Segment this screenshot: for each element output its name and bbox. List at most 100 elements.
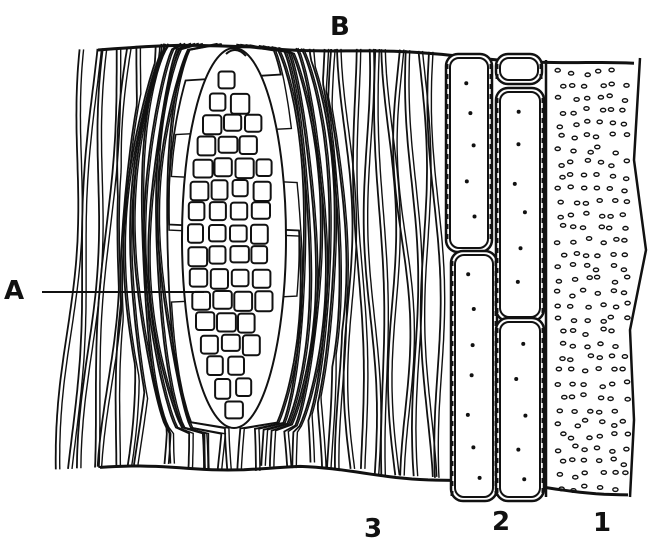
label-2: 2 (492, 509, 510, 535)
right-edge (630, 58, 646, 497)
tissue-dot (609, 164, 614, 168)
vessel-dot (523, 210, 527, 214)
tissue-dot (601, 327, 606, 331)
vessel-dot (471, 343, 475, 347)
tissue-dot (621, 463, 626, 467)
tissue-dot (561, 432, 566, 436)
tissue-dot (622, 189, 627, 193)
tissue-dot (587, 237, 592, 241)
tissue-dot (555, 422, 560, 426)
tissue-dot (588, 410, 593, 414)
tissue-dot (557, 473, 562, 477)
tissue-dot (555, 241, 560, 245)
vessel-wall (451, 251, 497, 501)
tissue-dot (570, 382, 575, 386)
tissue-dot (620, 367, 625, 371)
tissue-dot (609, 68, 614, 72)
tissue-dot (555, 316, 560, 320)
tissue-dot (573, 444, 578, 448)
tissue-dot (568, 436, 573, 440)
tissue-dot (556, 280, 561, 284)
tissue-dot (607, 226, 612, 230)
tissue-dot (593, 135, 598, 139)
tissue-dot (593, 268, 598, 272)
vessel-dot (470, 373, 474, 377)
tissue-dot (582, 471, 587, 475)
vessel-dot (464, 81, 468, 85)
tissue-dot (568, 358, 573, 362)
tissue-dot (556, 449, 561, 453)
tissue-dot (613, 488, 618, 492)
vessel-dot (466, 413, 470, 417)
tissue-dot (571, 111, 576, 115)
tissue-dot (568, 173, 573, 177)
fiber-line (364, 49, 377, 475)
tissue-dot (561, 224, 566, 228)
tissue-dot (583, 333, 588, 337)
tissue-dot (581, 173, 586, 177)
vessel-dot (473, 215, 477, 219)
tissue-dot (609, 354, 614, 358)
tissue-dot (594, 173, 599, 177)
vessel-dot (472, 143, 476, 147)
tissue-dot (582, 85, 587, 89)
tissue-dot (582, 484, 587, 488)
tissue-dot (555, 265, 560, 269)
tissue-dot (571, 149, 576, 153)
tissue-dot (561, 84, 566, 88)
tissue-dot (596, 69, 601, 73)
vessel-dot (523, 414, 527, 418)
tissue-dot (568, 213, 573, 217)
tissue-dot (584, 107, 589, 111)
tissue-dot (601, 84, 606, 88)
tissue-dot (595, 275, 600, 279)
tissue-dot (585, 159, 590, 163)
vessel-dot (522, 477, 526, 481)
vessel-dot (466, 272, 470, 276)
tissue-dot (581, 288, 586, 292)
tissue-dot (597, 459, 602, 463)
label-1: 1 (593, 510, 611, 536)
tissue-dot (587, 436, 592, 440)
tissue-dot (601, 108, 606, 112)
tissue-dot (624, 200, 629, 204)
vessel-cells (446, 54, 544, 501)
tissue-dot (568, 185, 573, 189)
tissue-dot (614, 238, 619, 242)
tissue-dot (596, 367, 601, 371)
tissue-dot (601, 303, 606, 307)
vessel-dot (471, 445, 475, 449)
tissue-dot (555, 147, 560, 151)
tissue-dot (560, 357, 565, 361)
tissue-dot (585, 264, 590, 268)
tissue-dot (597, 410, 602, 414)
fiber-line (124, 45, 156, 465)
tissue-dot (610, 382, 615, 386)
tissue-dot (561, 459, 566, 463)
tissue-dot (610, 450, 615, 454)
tissue-dot (573, 278, 578, 282)
ray-cells (182, 48, 286, 428)
tissue-dot (586, 305, 591, 309)
vessel-dot (513, 182, 517, 186)
tissue-dot (622, 239, 627, 243)
tissue-dot (621, 268, 626, 272)
tissue-dot (624, 447, 629, 451)
tissue-dot (572, 136, 577, 140)
vessel-dot (516, 448, 520, 452)
tissue-dot (574, 123, 579, 127)
tissue-dot (585, 345, 590, 349)
tissue-dot (623, 227, 628, 231)
tissue-dot (555, 304, 560, 308)
tissue-dot (622, 253, 627, 257)
tissue-dot (621, 122, 626, 126)
vessel-dot (516, 142, 520, 146)
tissue-dot (581, 458, 586, 462)
vessel-dot (478, 476, 482, 480)
tissue-dot (574, 252, 579, 256)
vessel-dot (517, 110, 521, 114)
vessel-dot (519, 246, 523, 250)
label-3: 3 (364, 516, 382, 542)
tissue-dot (555, 383, 560, 387)
tissue-dot (555, 69, 560, 73)
